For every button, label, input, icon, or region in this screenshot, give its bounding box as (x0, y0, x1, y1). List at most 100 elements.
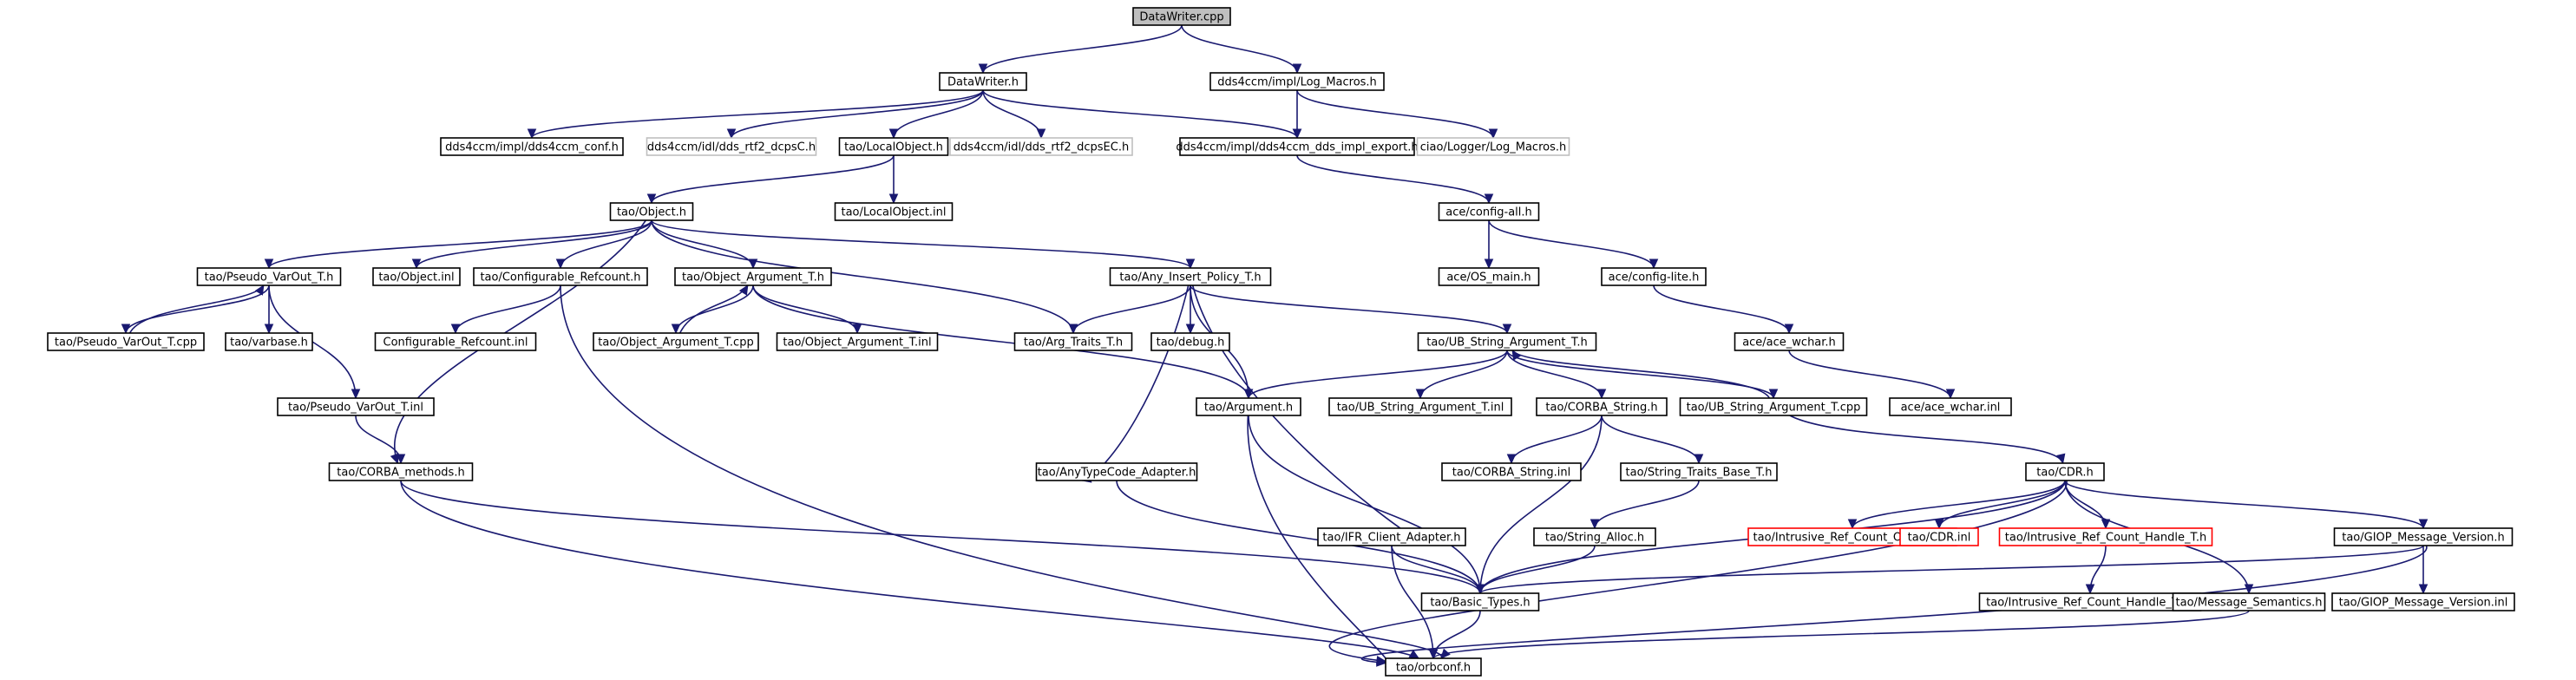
node-localobject-h[interactable]: tao/LocalObject.h (838, 137, 949, 156)
node-dcpsEC[interactable]: dds4ccm/idl/dds_rtf2_dcpsEC.h (949, 137, 1133, 156)
edge-any_insert-to-anytc_adapter (1080, 284, 1190, 483)
arrowhead-icon (396, 454, 406, 465)
node-label: tao/CORBA_methods.h (337, 467, 464, 480)
arrowhead-icon (2418, 519, 2429, 530)
node-corba-string-inl[interactable]: tao/CORBA_String.inl (1441, 462, 1582, 481)
node-string-traits[interactable]: tao/String_Traits_Base_T.h (1620, 462, 1778, 481)
edge-objarg_h-to-objarg_cpp (671, 284, 754, 335)
edge-cdr_h-to-irc_handle_h (2064, 480, 2111, 530)
node-ace-wchar-h[interactable]: ace/ace_wchar.h (1734, 332, 1845, 351)
node-anytc-adapter[interactable]: tao/AnyTypeCode_Adapter.h (1035, 462, 1198, 481)
node-corba-string-h[interactable]: tao/CORBA_String.h (1536, 397, 1668, 416)
arrowhead-icon (1784, 324, 1794, 335)
edge-ace_wchar_h-to-ace_wchar_inl (1788, 350, 1956, 400)
node-ubstr-inl[interactable]: tao/UB_String_Argument_T.inl (1328, 397, 1512, 416)
node-label: Configurable_Refcount.inl (383, 337, 528, 350)
node-label: ace/config-lite.h (1609, 271, 1700, 284)
edge-ubstr_h-to-argument_h (1243, 350, 1508, 400)
node-any-insert[interactable]: tao/Any_Insert_Policy_T.h (1109, 267, 1272, 286)
node-arg-traits[interactable]: tao/Arg_Traits_T.h (1013, 332, 1133, 351)
edge-object_h-to-object_inl (411, 219, 652, 270)
edge-line (1788, 350, 1951, 399)
node-msg-semantics[interactable]: tao/Message_Semantics.h (2172, 592, 2326, 611)
node-pseudo-varout-h[interactable]: tao/Pseudo_VarOut_T.h (196, 267, 342, 286)
node-object-inl[interactable]: tao/Object.inl (372, 267, 461, 286)
node-datawriter-h[interactable]: DataWriter.h (939, 72, 1027, 91)
arrowhead-icon (671, 324, 681, 335)
node-string-alloc[interactable]: tao/String_Alloc.h (1533, 527, 1656, 546)
arrowhead-icon (411, 258, 422, 270)
node-pseudo-varout-cpp[interactable]: tao/Pseudo_VarOut_T.cpp (47, 332, 205, 351)
node-varbase[interactable]: tao/varbase.h (225, 332, 313, 351)
arrowhead-icon (646, 193, 657, 205)
node-box (2333, 527, 2514, 546)
edge-line (1248, 350, 1508, 399)
node-label: tao/AnyTypeCode_Adapter.h (1038, 467, 1196, 480)
edge-cdr_h-to-orbconf (1328, 480, 2068, 665)
node-giop-h[interactable]: tao/GIOP_Message_Version.h (2333, 527, 2514, 546)
node-label: tao/UB_String_Argument_T.cpp (1687, 402, 1861, 415)
node-orbconf[interactable]: tao/orbconf.h (1385, 657, 1482, 677)
node-irc-handle-inl[interactable]: tao/Intrusive_Ref_Count_Handle_T.inl (1978, 592, 2202, 611)
arrowhead-icon (1694, 454, 1704, 465)
node-label: tao/Object_Argument_T.inl (783, 337, 931, 350)
node-debug[interactable]: tao/debug.h (1150, 332, 1230, 351)
node-ifr-client[interactable]: tao/IFR_Client_Adapter.h (1317, 527, 1466, 546)
edge-line (982, 89, 1042, 139)
node-label: tao/Any_Insert_Policy_T.h (1119, 271, 1261, 284)
node-os-main[interactable]: ace/OS_main.h (1438, 267, 1540, 286)
edge-line (268, 219, 652, 269)
node-irc-handle-h[interactable]: tao/Intrusive_Ref_Count_Handle_T.h (1998, 527, 2213, 546)
edge-argument_h-to-basic_types (1248, 415, 1485, 595)
node-cdr-h[interactable]: tao/CDR.h (2025, 462, 2105, 481)
arrowhead-icon (1502, 324, 1512, 335)
node-log-macros[interactable]: dds4ccm/impl/Log_Macros.h (1209, 72, 1385, 91)
node-dds4ccm-conf[interactable]: dds4ccm/impl/dds4ccm_conf.h (440, 137, 624, 156)
node-localobject-inl[interactable]: tao/LocalObject.inl (834, 202, 954, 221)
arrowhead-icon (1768, 389, 1779, 400)
node-label: tao/Object_Argument_T.h (682, 271, 824, 284)
node-label: dds4ccm/idl/dds_rtf2_dcpsC.h (647, 141, 816, 154)
arrowhead-icon (1292, 128, 1302, 140)
edge-line (560, 284, 1442, 659)
node-config-lite[interactable]: ace/config-lite.h (1601, 267, 1707, 286)
node-config-all[interactable]: ace/config-all.h (1438, 202, 1540, 221)
edge-line (1511, 415, 1603, 464)
node-pseudo-varout-inl[interactable]: tao/Pseudo_VarOut_T.inl (277, 397, 435, 416)
node-ace-wchar-inl[interactable]: ace/ace_wchar.inl (1889, 397, 2012, 416)
edge-line (531, 89, 984, 139)
node-label: tao/debug.h (1157, 337, 1225, 350)
node-argument-h[interactable]: tao/Argument.h (1196, 397, 1301, 416)
node-objarg-cpp[interactable]: tao/Object_Argument_T.cpp (593, 332, 759, 351)
node-config-refcount-inl[interactable]: Configurable_Refcount.inl (374, 332, 537, 351)
node-objarg-inl[interactable]: tao/Object_Argument_T.inl (776, 332, 939, 351)
node-corba-methods[interactable]: tao/CORBA_methods.h (328, 462, 474, 481)
node-ciao-logger[interactable]: ciao/Logger/Log_Macros.h (1416, 137, 1570, 156)
node-datawriter-cpp[interactable]: DataWriter.cpp (1132, 7, 1231, 26)
node-box (225, 332, 313, 351)
edge-pseudo_varout_cpp-to-pseudo_varout_h (128, 284, 265, 334)
edge-ubstr_cpp-to-cdr_h (1789, 415, 2066, 465)
node-object-h[interactable]: tao/Object.h (609, 202, 694, 221)
edge-datawriter_h-to-dds4ccm_conf (527, 89, 984, 140)
node-box (328, 462, 474, 481)
arrowhead-icon (1292, 63, 1302, 75)
node-config-refcount-h[interactable]: tao/Configurable_Refcount.h (473, 267, 648, 286)
arrowhead-icon (888, 193, 899, 205)
edge-line (1432, 610, 2250, 659)
node-label: dds4ccm/impl/dds4ccm_dds_impl_export.h (1176, 141, 1418, 154)
node-ubstr-cpp[interactable]: tao/UB_String_Argument_T.cpp (1679, 397, 1868, 416)
node-giop-inl[interactable]: tao/GIOP_Message_Version.inl (2331, 592, 2515, 611)
node-cdr-inl[interactable]: tao/CDR.inl (1899, 527, 1979, 546)
node-impl-export[interactable]: dds4ccm/impl/dds4ccm_dds_impl_export.h (1176, 137, 1419, 156)
node-label: tao/CORBA_String.h (1545, 402, 1657, 415)
arrowhead-icon (264, 324, 274, 335)
edge-ubstr_h-to-ubstr_inl (1415, 350, 1508, 400)
node-ubstr-h[interactable]: tao/UB_String_Argument_T.h (1417, 332, 1597, 351)
node-label: tao/LocalObject.inl (841, 206, 946, 219)
node-basic-types[interactable]: tao/Basic_Types.h (1420, 592, 1540, 611)
node-objarg-h[interactable]: tao/Object_Argument_T.h (674, 267, 832, 286)
node-box (372, 267, 461, 286)
node-dcpsC[interactable]: dds4ccm/idl/dds_rtf2_dcpsC.h (646, 137, 817, 156)
node-label: tao/varbase.h (230, 337, 308, 350)
